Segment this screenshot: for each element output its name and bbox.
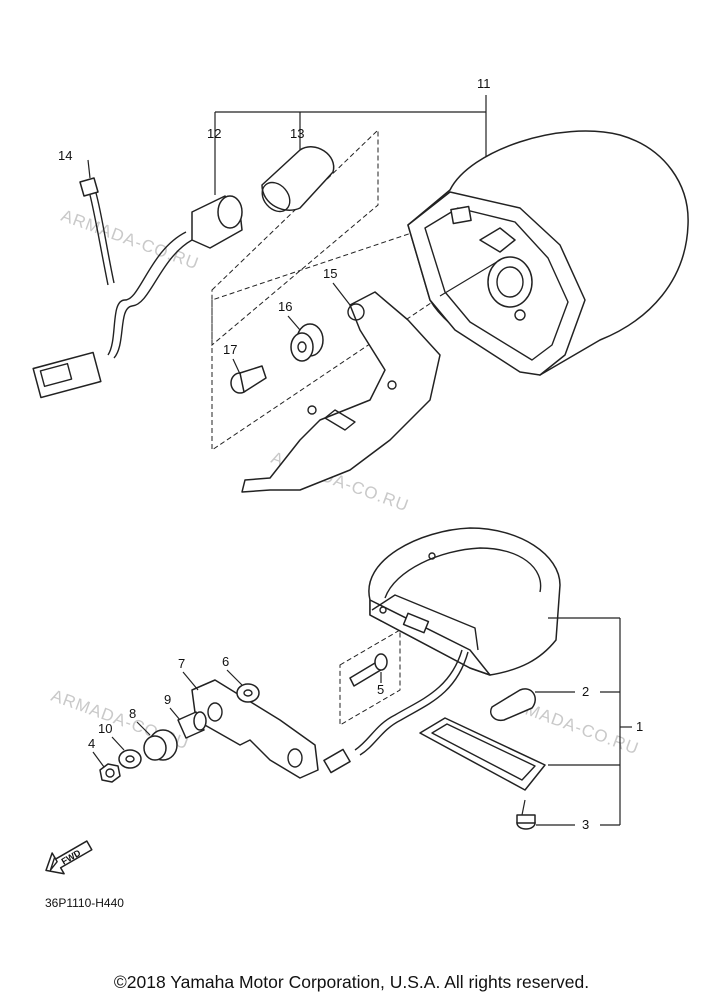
nut-4	[99, 763, 121, 783]
leader-15	[332, 282, 351, 306]
leader-4	[92, 751, 105, 768]
callout-13: 13	[290, 126, 304, 141]
diagram-code: 36P1110-H440	[45, 896, 124, 910]
callout-11: 11	[477, 76, 491, 91]
washer-6	[236, 683, 260, 703]
leader-1-2-3	[535, 617, 632, 826]
leader-8	[136, 721, 151, 736]
washer-10	[118, 749, 142, 769]
leader-11	[214, 95, 487, 195]
leader-6	[226, 669, 243, 686]
fwd-arrow-icon: FWD	[45, 840, 93, 875]
leader-16	[287, 315, 301, 331]
callout-2: 2	[582, 684, 589, 699]
callout-9: 9	[164, 692, 171, 707]
lens-cover	[419, 717, 546, 791]
callout-12: 12	[207, 126, 221, 141]
callout-1: 1	[636, 719, 643, 734]
callout-10: 10	[98, 721, 112, 736]
license-bulb	[490, 688, 536, 722]
callout-7: 7	[178, 656, 185, 671]
license-light-housing	[323, 527, 561, 774]
bulb-socket	[32, 195, 243, 399]
callout-5: 5	[377, 682, 384, 697]
leader-9	[169, 707, 181, 721]
bulb	[261, 146, 335, 213]
callout-16: 16	[278, 299, 292, 314]
leader-7	[182, 671, 199, 691]
collar-9	[177, 711, 207, 739]
copyright-notice: ©2018 Yamaha Motor Corporation, U.S.A. A…	[113, 972, 590, 992]
callout-17: 17	[223, 342, 237, 357]
cable-tie	[79, 159, 115, 286]
mounting-bracket	[241, 291, 441, 493]
callout-3: 3	[582, 817, 589, 832]
bolt-5	[339, 629, 401, 726]
callout-6: 6	[222, 654, 229, 669]
lens-housing	[407, 130, 689, 376]
grommet-8	[143, 729, 178, 761]
callout-8: 8	[129, 706, 136, 721]
callout-15: 15	[323, 266, 337, 281]
bracket-plate-7	[191, 679, 319, 779]
leader-10	[111, 736, 125, 751]
watermark-1: ARMADA-CO.RU	[59, 206, 202, 274]
callout-4: 4	[88, 736, 95, 751]
callout-14: 14	[58, 148, 72, 163]
collar	[230, 365, 267, 394]
grommet	[290, 323, 324, 362]
leader-17	[232, 358, 241, 375]
screw-3	[516, 799, 536, 830]
